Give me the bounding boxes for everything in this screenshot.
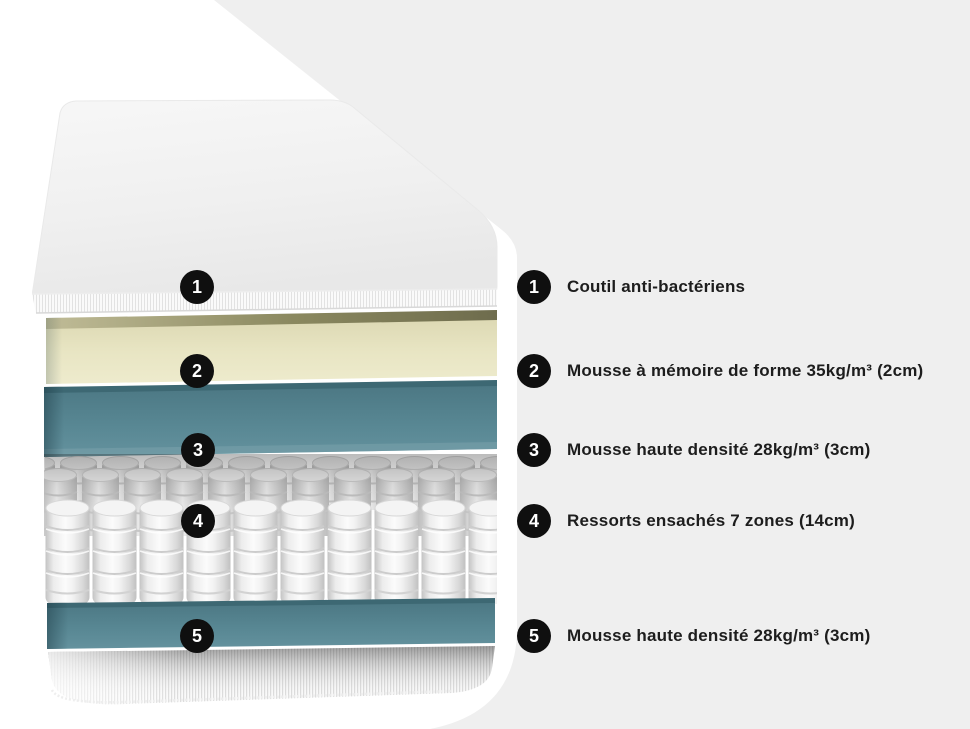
- legend-circle-3: 3: [517, 433, 551, 467]
- layer-memory-foam: [46, 310, 497, 384]
- layer-marker-2: 2: [180, 354, 214, 388]
- layer-marker-1: 1: [180, 270, 214, 304]
- legend-item-2: 2 Mousse à mémoire de forme 35kg/m³ (2cm…: [517, 354, 923, 388]
- layer-marker-number: 2: [191, 361, 202, 381]
- layer-pocket-springs: [44, 454, 497, 606]
- legend-number: 3: [528, 440, 539, 460]
- legend-number: 4: [528, 511, 539, 531]
- legend-item-3: 3 Mousse haute densité 28kg/m³ (3cm): [517, 433, 870, 467]
- top-cover-knit-border: [32, 289, 497, 313]
- legend-number: 5: [528, 626, 539, 646]
- layer-marker-number: 1: [191, 277, 202, 297]
- layer-marker-5: 5: [180, 619, 214, 653]
- legend-label-2: Mousse à mémoire de forme 35kg/m³ (2cm): [567, 361, 924, 380]
- legend-item-1: 1 Coutil anti-bactériens: [517, 270, 745, 304]
- legend-label-1: Coutil anti-bactériens: [567, 277, 746, 296]
- legend-label-5: Mousse haute densité 28kg/m³ (3cm): [567, 626, 871, 645]
- legend-item-4: 4 Ressorts ensachés 7 zones (14cm): [517, 504, 855, 538]
- layer-foam-upper: [44, 380, 497, 457]
- legend-circle-4: 4: [517, 504, 551, 538]
- legend-number: 2: [528, 361, 539, 381]
- legend-label-4: Ressorts ensachés 7 zones (14cm): [567, 511, 855, 530]
- layer-foam-lower: [47, 598, 495, 649]
- legend-circle-1: 1: [517, 270, 551, 304]
- layer-marker-number: 3: [192, 440, 203, 460]
- legend-item-5: 5 Mousse haute densité 28kg/m³ (3cm): [517, 619, 870, 653]
- legend-label-3: Mousse haute densité 28kg/m³ (3cm): [567, 440, 871, 459]
- layer-marker-3: 3: [181, 433, 215, 467]
- layer-bottom-fabric: [48, 646, 495, 705]
- legend-circle-5: 5: [517, 619, 551, 653]
- layer-marker-number: 4: [192, 511, 203, 531]
- legend-circle-2: 2: [517, 354, 551, 388]
- layer-marker-number: 5: [191, 626, 202, 646]
- legend-number: 1: [528, 277, 539, 297]
- layer-top-cover: [31, 99, 498, 314]
- layer-marker-4: 4: [181, 504, 215, 538]
